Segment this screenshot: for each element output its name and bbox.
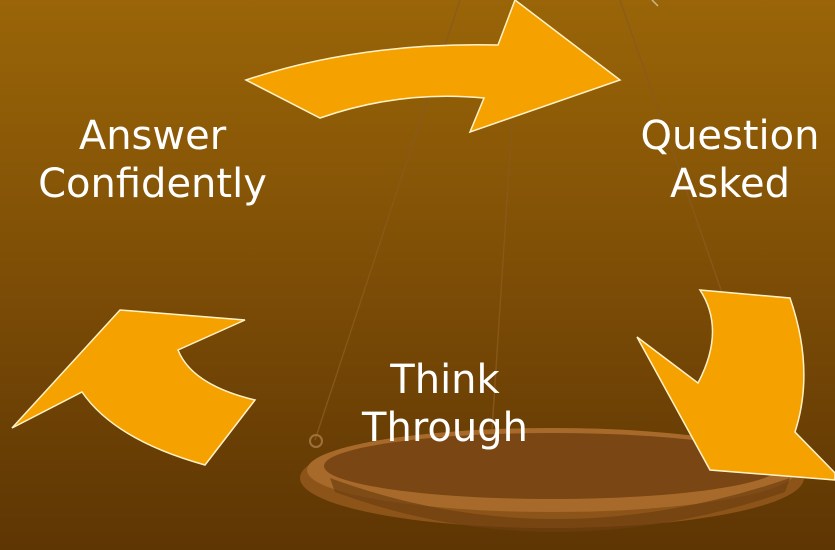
- answer-label-line-2: Confidently: [38, 161, 267, 207]
- question-asked-label: Question Asked: [610, 112, 835, 208]
- think-label-line-2: Through: [362, 405, 528, 451]
- think-label-line-1: Think: [390, 357, 500, 403]
- question-label-line-2: Asked: [670, 161, 790, 207]
- answer-label-line-1: Answer: [78, 113, 227, 159]
- answer-confidently-label: Answer Confidently: [20, 112, 285, 208]
- question-label-line-1: Question: [640, 113, 820, 159]
- think-through-label: Think Through: [330, 356, 560, 452]
